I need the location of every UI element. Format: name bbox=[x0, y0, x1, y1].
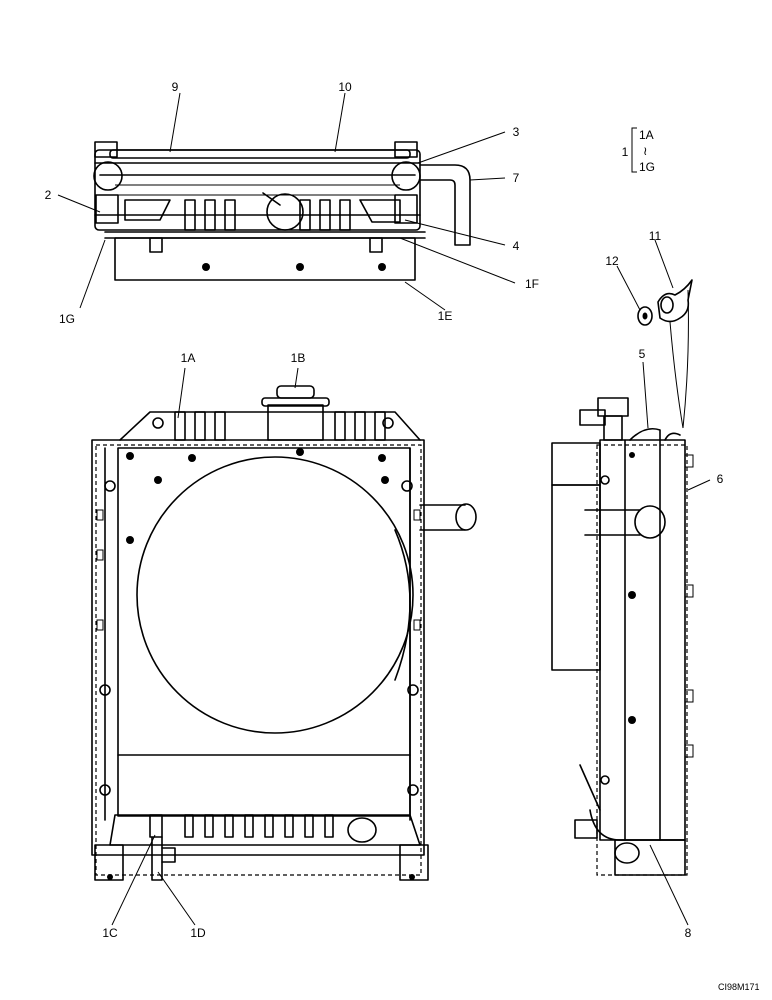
legend-bracket bbox=[631, 127, 637, 173]
callout-8: 8 bbox=[685, 926, 692, 940]
callout-1E: 1E bbox=[438, 309, 453, 323]
callout-1G: 1G bbox=[59, 312, 75, 326]
radiator-side-view bbox=[551, 397, 694, 876]
callout-11: 11 bbox=[649, 229, 662, 243]
radiator-top-view bbox=[93, 141, 471, 281]
stay-rod-line-2 bbox=[682, 289, 689, 429]
callout-12: 12 bbox=[605, 254, 619, 268]
stay-rod-line bbox=[669, 321, 684, 429]
callout-3: 3 bbox=[513, 125, 520, 139]
callout-1A: 1A bbox=[181, 351, 196, 365]
callout-1C: 1C bbox=[102, 926, 118, 940]
callout-1B: 1B bbox=[291, 351, 306, 365]
callout-1D: 1D bbox=[190, 926, 206, 940]
callout-9: 9 bbox=[172, 80, 179, 94]
tank-fins bbox=[184, 199, 351, 231]
radiator-front-view bbox=[91, 385, 477, 881]
assembly-number: 1 bbox=[622, 145, 629, 159]
callout-2: 2 bbox=[45, 188, 52, 202]
callout-6: 6 bbox=[717, 472, 724, 486]
assembly-legend: 1 1A ≀ 1G bbox=[622, 127, 655, 174]
assembly-range-symbol: ≀ bbox=[643, 144, 648, 158]
drawing-code: CI98M171 bbox=[718, 982, 760, 992]
leader-lines bbox=[57, 92, 711, 926]
washer bbox=[637, 306, 653, 326]
callout-10: 10 bbox=[338, 80, 352, 94]
assembly-range-end: 1G bbox=[639, 160, 655, 174]
wing-nut bbox=[657, 279, 693, 323]
callout-1F: 1F bbox=[525, 277, 539, 291]
callout-4: 4 bbox=[513, 239, 520, 253]
assembly-range-start: 1A bbox=[639, 128, 654, 142]
callout-7: 7 bbox=[513, 171, 520, 185]
callout-5: 5 bbox=[639, 347, 646, 361]
